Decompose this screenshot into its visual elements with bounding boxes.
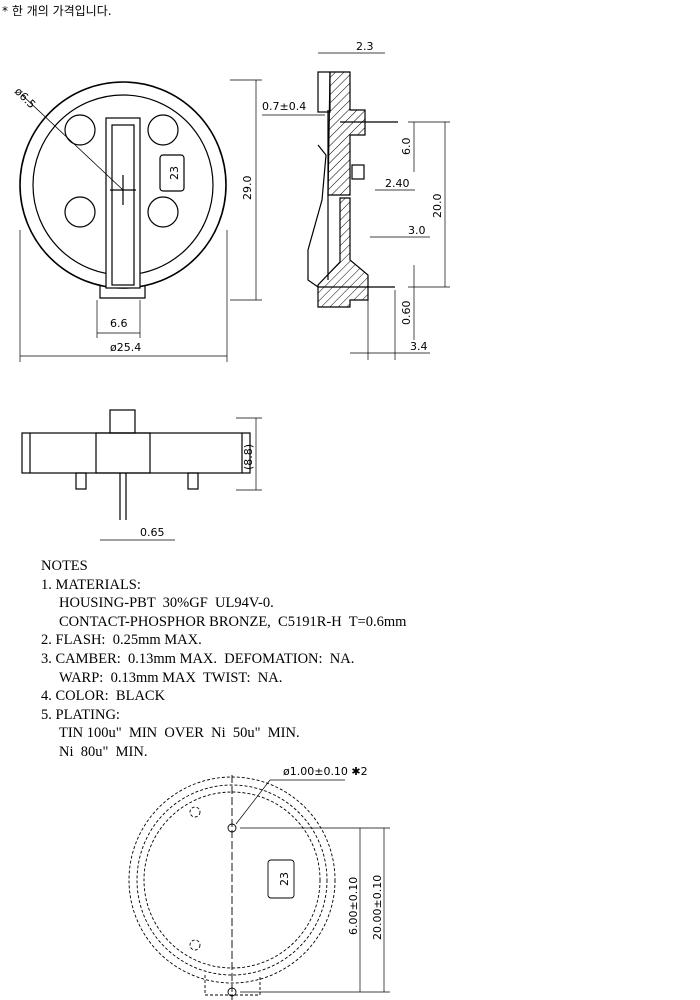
dim-0-60: 0.60 bbox=[400, 301, 413, 326]
note-line: 3. CAMBER: 0.13mm MAX. DEFOMATION: NA. bbox=[41, 650, 355, 667]
dim-0-7: 0.7±0.4 bbox=[262, 100, 306, 113]
dim-6-0: 6.0 bbox=[400, 138, 413, 156]
note-line: 1. MATERIALS: bbox=[41, 576, 141, 593]
footprint-marking: 23 bbox=[278, 872, 291, 886]
dim-3-4: 3.4 bbox=[410, 340, 428, 353]
notes-title: NOTES bbox=[41, 558, 88, 574]
dim-20-00: 20.00±0.10 bbox=[371, 875, 384, 940]
dim-0-65: 0.65 bbox=[140, 526, 165, 539]
dim-6-00: 6.00±0.10 bbox=[347, 877, 360, 935]
note-line: 2. FLASH: 0.25mm MAX. bbox=[41, 632, 202, 649]
dim-20-0: 20.0 bbox=[431, 194, 444, 219]
dim-height: 29.0 bbox=[241, 176, 254, 201]
bottom-view: (8.8) 0.65 bbox=[21, 409, 262, 541]
note-line: Ni 80u" MIN. bbox=[59, 743, 148, 760]
note-line: 5. PLATING: bbox=[41, 706, 120, 723]
footprint-view: ø1.00±0.10 ✱2 23 6.00±0.10 20.00±0.10 bbox=[128, 765, 390, 1000]
front-marking: 23 bbox=[168, 166, 181, 180]
side-view: 2.3 0.7±0.4 6.0 2.40 20.0 3.0 0.60 3.4 bbox=[262, 40, 450, 360]
note-line: WARP: 0.13mm MAX TWIST: NA. bbox=[59, 669, 283, 686]
dim-6-6: 6.6 bbox=[110, 317, 128, 330]
dim-2-3: 2.3 bbox=[356, 40, 374, 53]
note-line: TIN 100u" MIN OVER Ni 50u" MIN. bbox=[59, 725, 300, 742]
dim-diameter: ø25.4 bbox=[110, 341, 141, 354]
front-view: 23 ø6.5 29.0 6.6 ø25.4 bbox=[12, 79, 262, 362]
dim-hole: ø1.00±0.10 ✱2 bbox=[283, 765, 368, 778]
notes-block: NOTES 1. MATERIALS: HOUSING-PBT 30%GF UL… bbox=[41, 557, 406, 762]
price-note: * 한 개의 가격입니다. bbox=[2, 4, 112, 18]
dim-2-40: 2.40 bbox=[385, 177, 410, 190]
dim-hole-dia: ø6.5 bbox=[12, 85, 38, 111]
note-line: HOUSING-PBT 30%GF UL94V-0. bbox=[59, 595, 274, 612]
dim-8-8: (8.8) bbox=[242, 444, 255, 470]
dim-3-0: 3.0 bbox=[408, 224, 426, 237]
note-line: 4. COLOR: BLACK bbox=[41, 688, 166, 705]
note-line: CONTACT-PHOSPHOR BRONZE, C5191R-H T=0.6m… bbox=[59, 613, 407, 630]
